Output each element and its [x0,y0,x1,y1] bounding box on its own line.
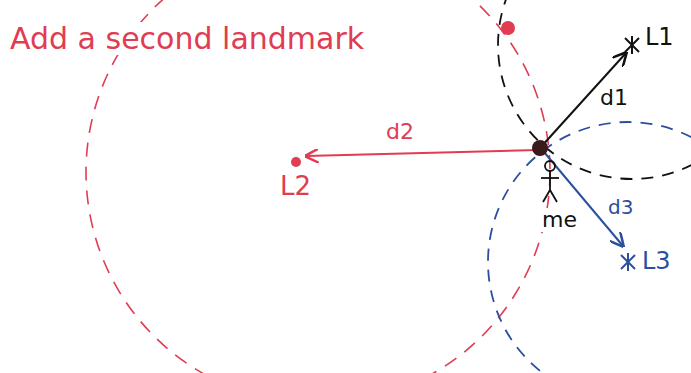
note-text: Add a second landmark [8,22,366,55]
person-label: me [540,208,579,232]
distance-arrow [306,150,538,156]
position-dot [532,140,548,156]
landmark-label: L1 [643,24,676,50]
distance-label: d3 [606,196,635,218]
range-circle [498,0,691,179]
star-landmark [621,253,635,271]
landmark-label: L3 [640,248,673,274]
range-circle [86,0,550,373]
star-landmark [625,36,639,54]
landmark-dot [291,157,301,167]
landmark-label: L2 [278,172,313,201]
intersection-dot [501,21,515,35]
stick-figure [541,161,559,202]
distance-label: d2 [384,120,416,144]
range-circle [488,122,691,373]
distance-label: d1 [598,86,630,110]
